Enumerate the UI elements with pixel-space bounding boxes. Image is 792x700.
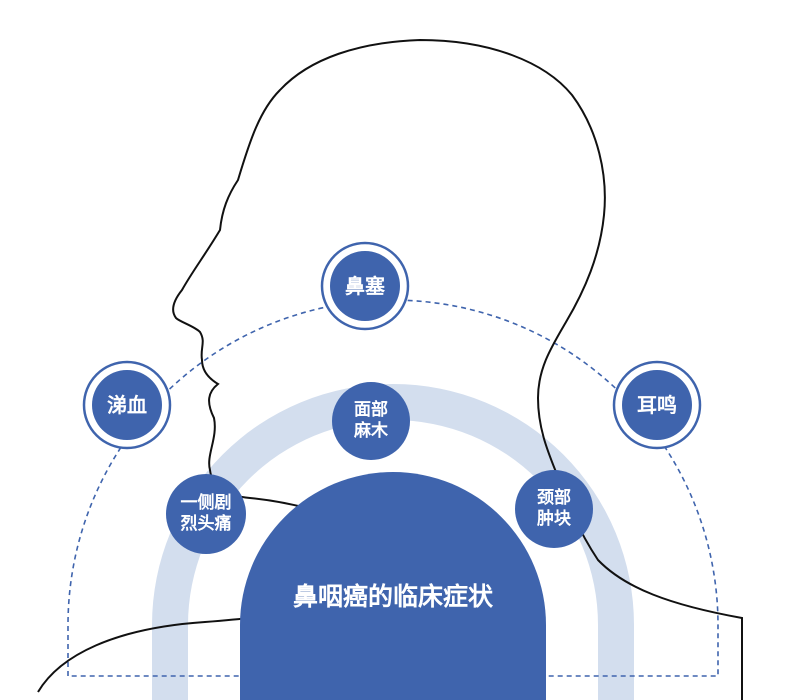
facial-numbness-label: 面部 麻木 bbox=[331, 396, 411, 446]
headache-circle bbox=[166, 474, 246, 554]
headache-line2: 烈头痛 bbox=[180, 514, 232, 534]
tinnitus-label: 耳鸣 bbox=[637, 392, 677, 417]
headache-label: 一侧剧 烈头痛 bbox=[163, 489, 249, 539]
tinnitus-badge bbox=[612, 360, 702, 450]
neck-lump-label: 颈部 肿块 bbox=[514, 484, 594, 534]
headache-line1: 一侧剧 bbox=[180, 492, 232, 513]
nasal-congestion-badge bbox=[320, 241, 410, 331]
head-silhouette bbox=[37, 38, 743, 700]
nasal-congestion-label: 鼻塞 bbox=[345, 273, 385, 298]
facial-numbness-line2: 麻木 bbox=[354, 421, 388, 441]
neck-lump-line2: 肿块 bbox=[537, 509, 571, 529]
neck-lump-circle bbox=[515, 470, 593, 548]
diagram-title: 鼻咽癌的临床症状 bbox=[292, 582, 493, 612]
nosebleed-label: 涕血 bbox=[107, 392, 147, 417]
central-semicircle bbox=[240, 472, 546, 700]
nosebleed-badge bbox=[82, 360, 172, 450]
facial-numbness-circle bbox=[332, 382, 410, 460]
neck-lump-line1: 颈部 bbox=[537, 487, 571, 508]
facial-numbness-line1: 面部 bbox=[354, 399, 388, 420]
